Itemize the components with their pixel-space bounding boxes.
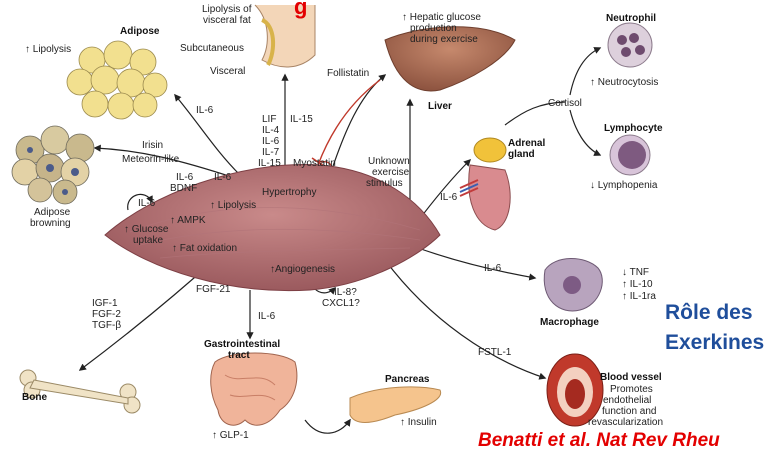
- liver-effect-2: production: [410, 23, 457, 34]
- browning-title-2: browning: [30, 218, 71, 229]
- liver-effect-1: ↑ Hepatic glucose: [402, 12, 481, 23]
- il8-2: CXCL1?: [322, 298, 360, 309]
- muscle-lipolysis: ↑ Lipolysis: [210, 200, 256, 211]
- gi-tract: [211, 353, 297, 425]
- visceral-visceral: Visceral: [210, 66, 245, 77]
- lymphocyte-effect: ↓ Lymphopenia: [590, 180, 657, 191]
- signal-il6: IL-6: [262, 136, 279, 147]
- muscle-il6-b: IL-6: [214, 172, 231, 183]
- vessel-title: Blood vessel: [600, 372, 662, 383]
- muscle-glucose-2: uptake: [133, 235, 163, 246]
- adrenal-cortisol: Cortisol: [548, 98, 582, 109]
- signal-il4: IL-4: [262, 125, 279, 136]
- signal-il15-list: IL-15: [258, 158, 281, 169]
- arrow-fstl1-vessel: [385, 260, 545, 378]
- neutrophil-effect: ↑ Neutrocytosis: [590, 77, 658, 88]
- follistatin-inhibition: [318, 80, 380, 165]
- muscle-il6-bdnf-2: BDNF: [170, 183, 197, 194]
- lymphocyte-title: Lymphocyte: [604, 123, 663, 134]
- browning-signal-2: Meteorin-like: [122, 154, 179, 165]
- adrenal-gland: [474, 138, 506, 162]
- signal-il7: IL-7: [262, 147, 279, 158]
- signal-il15: IL-15: [290, 114, 313, 125]
- muscle-angiogenesis: ↑Angiogenesis: [270, 264, 335, 275]
- signal-follistatin: Follistatin: [327, 68, 369, 79]
- liver-effect-3: during exercise: [410, 34, 478, 45]
- muscle-glucose-1: ↑ Glucose: [124, 224, 168, 235]
- adipose-cells: [67, 41, 167, 119]
- muscle-ampk: ↑ AMPK: [170, 215, 206, 226]
- unknown-2: exercise: [372, 167, 409, 178]
- arrow-il6-macrophage: [410, 245, 535, 278]
- adrenal-title-2: gland: [508, 149, 535, 160]
- macrophage-title: Macrophage: [540, 317, 599, 328]
- neutrophil-cell: [608, 23, 652, 67]
- kidney-shape: [469, 165, 510, 230]
- credit: Benatti et al. Nat Rev Rheu: [478, 430, 720, 452]
- bone-signal-2: FGF-2: [92, 309, 121, 320]
- heading-fragment: g: [294, 0, 307, 20]
- fgf21-label: FGF-21: [196, 284, 230, 295]
- pancreas-effect: ↑ Insulin: [400, 417, 437, 428]
- browning-title-1: Adipose: [34, 207, 70, 218]
- gi-title-2: tract: [228, 350, 250, 361]
- arrow-gi-pancreas: [305, 420, 350, 433]
- adrenal-title-1: Adrenal: [508, 138, 545, 149]
- macrophage-signal: IL-6: [484, 263, 501, 274]
- macrophage-effect-2: ↑ IL-10: [622, 279, 653, 290]
- gi-effect: ↑ GLP-1: [212, 430, 249, 441]
- adipose-signal: IL-6: [196, 105, 213, 116]
- macrophage-effect-3: ↑ IL-1ra: [622, 291, 656, 302]
- muscle-il6-a: IL-6: [138, 198, 155, 209]
- visceral-title-1: Lipolysis of: [202, 4, 251, 15]
- bone-title: Bone: [22, 392, 47, 403]
- unknown-3: stimulus: [366, 178, 403, 189]
- visceral-subcutaneous: Subcutaneous: [180, 43, 244, 54]
- unknown-1: Unknown: [368, 156, 410, 167]
- muscle-il6-bdnf-1: IL-6: [176, 172, 193, 183]
- adipose-title: Adipose: [120, 26, 159, 37]
- vessel-effect-3: function and: [602, 406, 657, 417]
- signal-myostatin: Myostatin: [293, 158, 336, 169]
- macrophage-effect-1: ↓ TNF: [622, 267, 649, 278]
- muscle-fat-oxidation: ↑ Fat oxidation: [172, 243, 237, 254]
- gi-title-1: Gastrointestinal: [204, 339, 280, 350]
- vessel-effect-4: revascularization: [588, 417, 663, 428]
- bone-signal-3: TGF-β: [92, 320, 121, 331]
- gi-signal: IL-6: [258, 311, 275, 322]
- vessel-effect-1: Promotes: [610, 384, 653, 395]
- adrenal-signal: IL-6: [440, 192, 457, 203]
- bone-signal-1: IGF-1: [92, 298, 118, 309]
- signal-lif: LIF: [262, 114, 276, 125]
- vessel-effect-2: endothelial: [603, 395, 651, 406]
- adipose-effect: ↑ Lipolysis: [25, 44, 71, 55]
- il8-1: IL-8?: [334, 287, 357, 298]
- liver-title: Liver: [428, 101, 452, 112]
- vessel-signal: FSTL-1: [478, 347, 511, 358]
- arrow-cortisol-lymphocyte: [570, 110, 600, 155]
- browning-signal-1: Irisin: [142, 140, 163, 151]
- visceral-title-2: visceral fat: [203, 15, 251, 26]
- pancreas-title: Pancreas: [385, 374, 429, 385]
- muscle-hypertrophy: Hypertrophy: [262, 187, 316, 198]
- neutrophil-title: Neutrophil: [606, 13, 656, 24]
- browning-cells: [12, 126, 94, 204]
